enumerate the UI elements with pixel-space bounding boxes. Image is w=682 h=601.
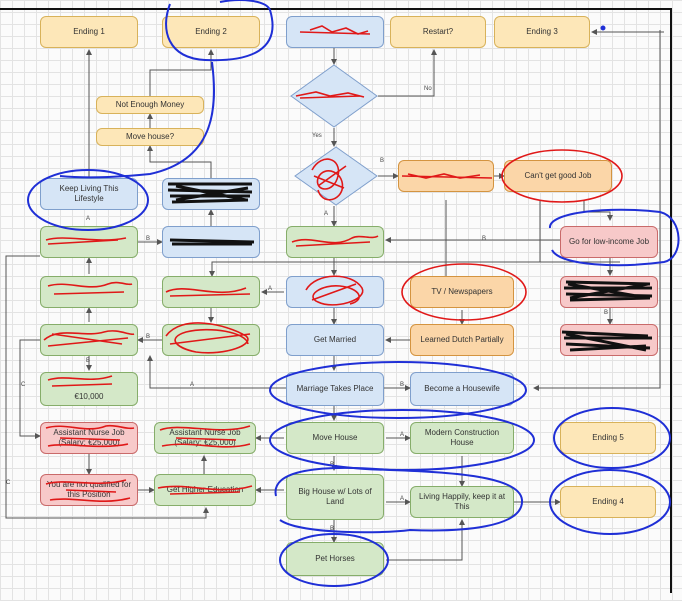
node-get-education[interactable]: Get Higher Education	[154, 474, 256, 506]
node-move-house-question[interactable]: Move house?	[96, 128, 204, 146]
edge-label-a-6: A	[400, 496, 405, 502]
edge-label-a-1: A	[324, 211, 329, 217]
edge-label-c-1: C	[21, 382, 26, 388]
node-tv-newspapers[interactable]: TV / Newspapers	[410, 276, 514, 308]
edge-c-bottom-loop	[5, 255, 209, 519]
edge-label-b-5: B	[146, 334, 151, 340]
node-ending1[interactable]: Ending 1	[40, 16, 138, 48]
node-search-for-job[interactable]	[398, 160, 494, 192]
node-become-housewife[interactable]: Become a Housewife	[410, 372, 514, 406]
edge-right-to-moveq	[147, 145, 212, 178]
edge-ending3-to-frame	[533, 30, 661, 391]
edge-mid-to-foo	[209, 261, 540, 277]
frame-right-border	[670, 8, 672, 593]
edge-label-b-9: B	[330, 526, 335, 532]
edge-label-c-2: C	[6, 480, 11, 486]
node-not-enough-money[interactable]: Not Enough Money	[96, 96, 204, 114]
edge-pethorses-to-living	[386, 519, 465, 561]
node-cant-get-good-job[interactable]: Can't get good Job	[504, 160, 612, 192]
node-learned-dutch[interactable]: Learned Dutch Partially	[410, 324, 514, 356]
offer-amount: €10,000	[74, 392, 104, 401]
node-assistant-nurse-right[interactable]: Assistant Nurse Job (Salary: €25,000)	[154, 422, 256, 454]
node-begin[interactable]	[286, 16, 384, 48]
node-redacted-blue-3[interactable]	[286, 276, 384, 308]
node-redacted-green-6[interactable]	[162, 324, 260, 356]
edge-cantget-to-lowincome	[583, 200, 613, 221]
edge-label-b-4: B	[604, 310, 609, 316]
node-big-house[interactable]: Big House w/ Lots of Land	[286, 474, 384, 520]
node-redacted-green-1[interactable]	[40, 226, 138, 258]
node-restart[interactable]: Restart?	[390, 16, 486, 48]
node-get-married[interactable]: Get Married	[286, 324, 384, 356]
edge-label-a-3: A	[268, 286, 273, 292]
node-keep-living[interactable]: Keep Living This Lifestyle	[40, 178, 138, 210]
node-pet-horses[interactable]: Pet Horses	[286, 542, 384, 576]
edge-label-a-4: A	[190, 382, 195, 388]
edge-label-yes: Yes	[312, 133, 322, 139]
decision-start-journey[interactable]	[290, 64, 378, 128]
node-marriage-takes-place[interactable]: Marriage Takes Place	[286, 372, 384, 406]
node-ending3[interactable]: Ending 3	[494, 16, 590, 48]
edge-label-a-5: A	[400, 432, 405, 438]
node-offer-10000[interactable]: €10,000	[40, 372, 138, 406]
edge-label-b-6: B	[86, 358, 91, 364]
node-redacted-green-2[interactable]	[286, 226, 384, 258]
node-living-happily[interactable]: Living Happily, keep it at This	[410, 486, 514, 518]
edge-label-b-7: B	[400, 382, 405, 388]
node-ending2[interactable]: Ending 2	[162, 16, 260, 48]
edge-label-b-8: B	[330, 462, 335, 468]
edge-c-left-loop	[19, 339, 41, 439]
node-assistant-nurse-left[interactable]: Assistant Nurse Job (Salary: €25,000)	[40, 422, 138, 454]
edge-label-b-3: B	[482, 236, 487, 242]
decision-job-or-marriage[interactable]	[294, 146, 378, 206]
node-redacted-red-1[interactable]	[560, 276, 658, 308]
frame-top-border	[0, 8, 672, 10]
node-redacted-green-3[interactable]	[40, 276, 138, 308]
edge-diamond1-to-restart	[378, 49, 437, 97]
node-ending4[interactable]: Ending 4	[560, 486, 656, 518]
node-move-house[interactable]: Move House	[286, 422, 384, 454]
edge-label-b-2: B	[146, 236, 151, 242]
edge-notenough-to-ending2	[149, 49, 214, 96]
edge-label-no: No	[424, 86, 432, 92]
node-go-low-income[interactable]: Go for low-income Job	[560, 226, 658, 258]
edge-label-b-1: B	[380, 158, 385, 164]
node-redacted-blue-2[interactable]	[162, 226, 260, 258]
node-redacted-green-4[interactable]	[162, 276, 260, 308]
node-redacted-blue-1[interactable]	[162, 178, 260, 210]
node-ending5[interactable]: Ending 5	[560, 422, 656, 454]
node-modern-construction[interactable]: Modern Construction House	[410, 422, 514, 454]
node-redacted-red-2[interactable]	[560, 324, 658, 356]
edge-label-a-2: A	[86, 216, 91, 222]
node-not-qualified[interactable]: You are not qualified for this Position	[40, 474, 138, 506]
node-redacted-green-5[interactable]	[40, 324, 138, 356]
